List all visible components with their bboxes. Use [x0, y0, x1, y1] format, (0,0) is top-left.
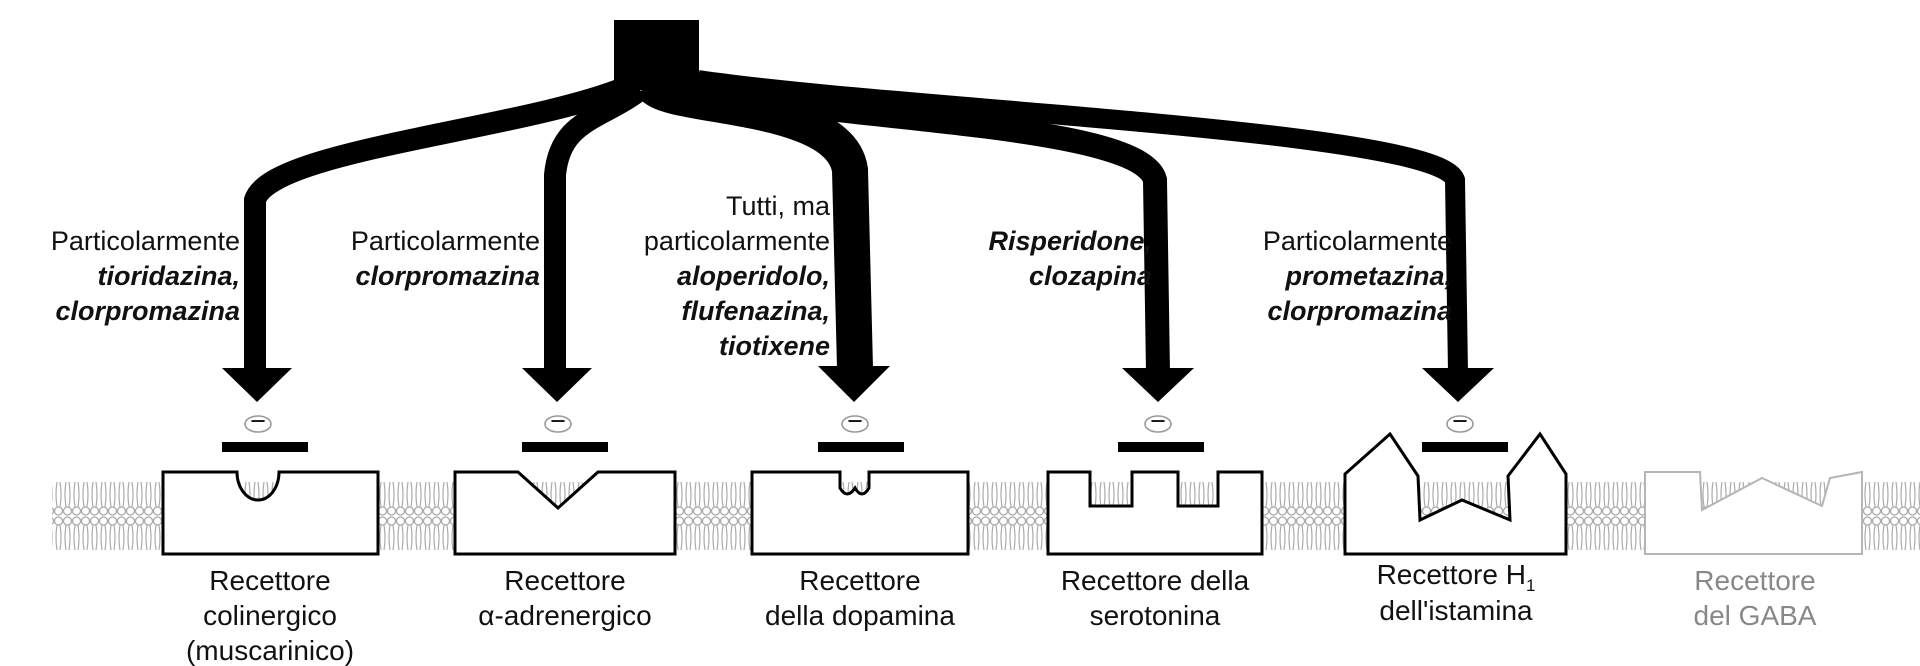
drug-label-dopamine: Tutti, ma particolarmente aloperidolo, f…	[644, 191, 831, 361]
arrowhead-alpha	[522, 368, 592, 402]
label-text: Recettore H	[1377, 559, 1526, 590]
label-line: tioridazina,	[97, 261, 240, 291]
label-line: Recettore	[504, 565, 625, 596]
label-line: clorpromazina	[355, 261, 540, 291]
label-line: α-adrenergico	[478, 600, 651, 631]
receptor-label-gaba: Recettore del GABA	[1694, 565, 1817, 631]
label-line: colinergico	[203, 600, 337, 631]
label-line: Tutti, ma	[726, 191, 831, 221]
label-line: Particolarmente	[51, 226, 240, 256]
label-line: Recettore	[1694, 565, 1815, 596]
inhibition-dopamine: −	[818, 406, 904, 452]
label-line: flufenazina,	[681, 296, 830, 326]
label-line: Recettore	[209, 565, 330, 596]
label-line: (muscarinico)	[186, 635, 354, 666]
arrowhead-serotonin	[1122, 368, 1194, 402]
label-line: prometazina,	[1284, 261, 1452, 291]
minus-symbol: −	[1452, 406, 1468, 436]
label-line: clorpromazina	[55, 296, 240, 326]
minus-symbol: −	[847, 406, 863, 436]
label-line: clozapina	[1029, 261, 1152, 291]
label-line: Particolarmente	[1263, 226, 1452, 256]
arrowhead-dopamine	[818, 366, 890, 402]
label-line: clorpromazina	[1267, 296, 1452, 326]
label-line: serotonina	[1090, 600, 1221, 631]
inhibition-serotonin: −	[1118, 406, 1204, 452]
inhibition-histamine: −	[1422, 406, 1508, 452]
label-line: Recettore della	[1061, 565, 1250, 596]
drug-arrows	[222, 20, 1494, 402]
receptor-gaba-shape	[1645, 472, 1862, 554]
drug-label-muscarinic: Particolarmente tioridazina, clorpromazi…	[51, 226, 240, 326]
minus-symbol: −	[1150, 406, 1166, 436]
inhibition-markers: − − − − −	[222, 406, 1508, 452]
label-line: particolarmente	[644, 226, 830, 256]
minus-symbol: −	[250, 406, 266, 436]
arrowhead-histamine	[1422, 368, 1494, 402]
arrow-branch-alpha	[555, 90, 640, 372]
label-line: Risperidone,	[988, 226, 1152, 256]
label-line: Recettore H1	[1377, 559, 1536, 595]
receptor-serotonin-shape	[1048, 472, 1262, 554]
label-line: Recettore	[799, 565, 920, 596]
label-line: dell'istamina	[1379, 595, 1533, 626]
receptor-label-serotonin: Recettore della serotonina	[1061, 565, 1250, 631]
label-line: aloperidolo,	[677, 261, 830, 291]
receptor-label-muscarinic: Recettore colinergico (muscarinico)	[186, 565, 354, 666]
subscript: 1	[1526, 576, 1535, 595]
arrow-trunk	[614, 20, 699, 90]
minus-symbol: −	[550, 406, 566, 436]
receptor-label-alpha: Recettore α-adrenergico	[478, 565, 651, 631]
label-line: del GABA	[1694, 600, 1817, 631]
receptor-label-histamine: Recettore H1 dell'istamina	[1377, 559, 1536, 626]
inhibition-muscarinic: −	[222, 406, 308, 452]
drug-label-histamine: Particolarmente prometazina, clorpromazi…	[1263, 226, 1452, 326]
drug-label-serotonin: Risperidone, clozapina	[988, 226, 1152, 291]
drug-label-alpha: Particolarmente clorpromazina	[351, 226, 540, 291]
receptor-label-dopamine: Recettore della dopamina	[765, 565, 955, 631]
arrowhead-muscarinic	[222, 368, 292, 402]
label-line: della dopamina	[765, 600, 955, 631]
label-line: Particolarmente	[351, 226, 540, 256]
label-line: tiotixene	[719, 331, 830, 361]
inhibition-alpha: −	[522, 406, 608, 452]
